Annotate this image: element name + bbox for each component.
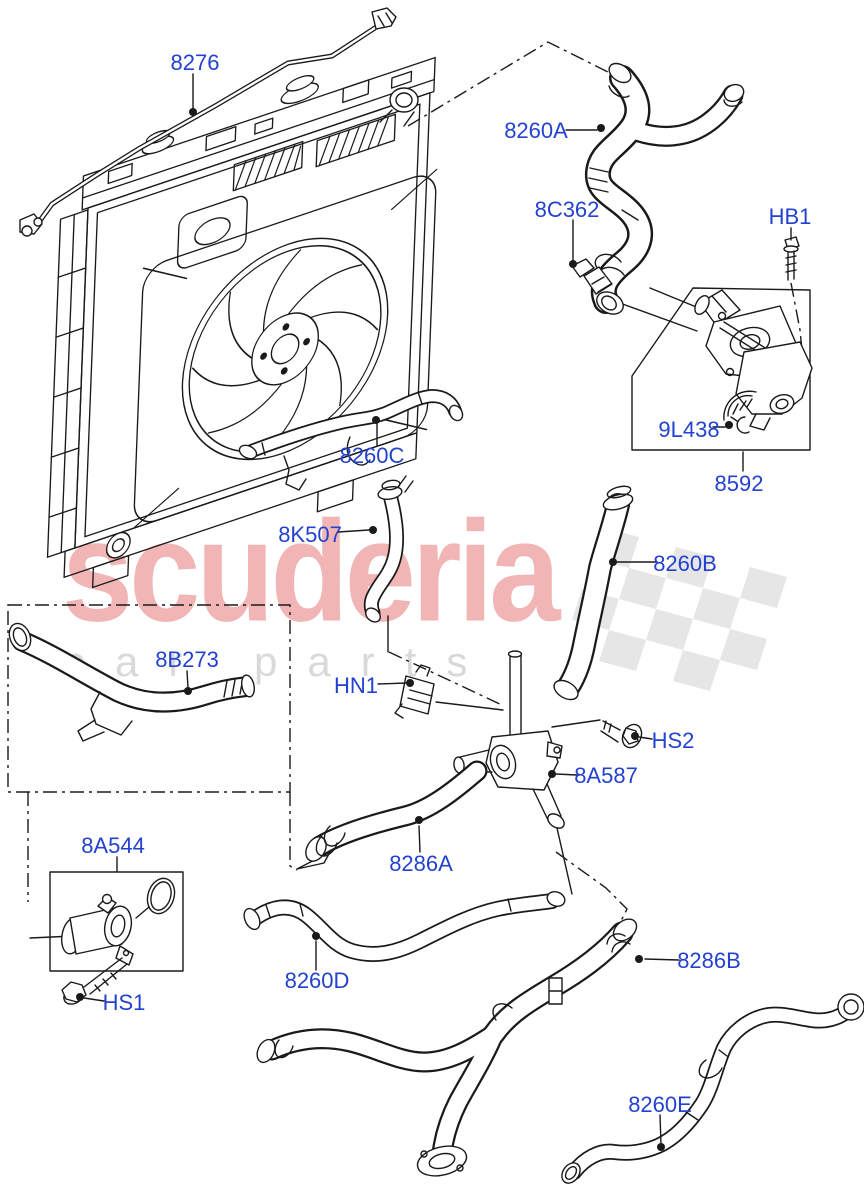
sensor-8C362 [571,258,617,311]
bolt-HS1 [61,957,128,1005]
part-labels: 8276 8260A 8C362 HB1 9L438 8592 8260C 8K… [81,50,811,1117]
hose-8260B [553,485,634,701]
hose-8260E [561,993,864,1184]
part-label-8276[interactable]: 8276 [171,50,220,75]
part-label-8260E[interactable]: 8260E [628,1092,692,1117]
hose-8B273 [8,622,255,742]
vent-tube-8276 [19,7,397,237]
part-label-HN1[interactable]: HN1 [334,673,378,698]
hose-8260D [243,891,566,954]
part-label-8260A[interactable]: 8260A [504,118,568,143]
part-box-8592 [631,287,811,451]
part-label-HS2[interactable]: HS2 [652,728,695,753]
part-label-8286A[interactable]: 8286A [389,851,453,876]
part-label-8C362[interactable]: 8C362 [535,197,600,222]
part-label-9L438[interactable]: 9L438 [658,417,719,442]
hose-8K507 [363,475,414,623]
part-label-HS1[interactable]: HS1 [103,990,146,1015]
part-label-8260B[interactable]: 8260B [653,551,717,576]
part-label-8286B[interactable]: 8286B [677,948,741,973]
part-label-8260C[interactable]: 8260C [340,443,405,468]
part-label-HB1[interactable]: HB1 [769,204,812,229]
part-label-8K507[interactable]: 8K507 [278,522,342,547]
pump-oring [146,877,176,915]
part-label-8B273[interactable]: 8B273 [155,647,219,672]
oring-9L438 [730,416,750,434]
valve-8A587 [453,650,573,895]
thermostat-housing-8592 [616,287,813,451]
leader-lines [76,73,792,1151]
hose-8286B [256,918,638,1177]
radiator-fan-assembly [46,56,438,589]
bolt-HB1 [783,236,800,281]
radiator-inlet-port [379,87,419,127]
part-label-8592[interactable]: 8592 [715,471,764,496]
part-label-8A544[interactable]: 8A544 [81,833,145,858]
part-label-8260D[interactable]: 8260D [285,968,350,993]
hose-8260C [238,392,464,491]
hose-8286A [305,771,477,862]
checkered-flag [572,527,787,691]
pump-8A544 [49,871,184,972]
watermark: scuderia car parts [62,491,787,691]
watermark-tagline: car parts [64,638,497,685]
part-box-8A544 [49,871,184,972]
hose-8260A [589,62,745,315]
part-label-8A587[interactable]: 8A587 [574,763,638,788]
